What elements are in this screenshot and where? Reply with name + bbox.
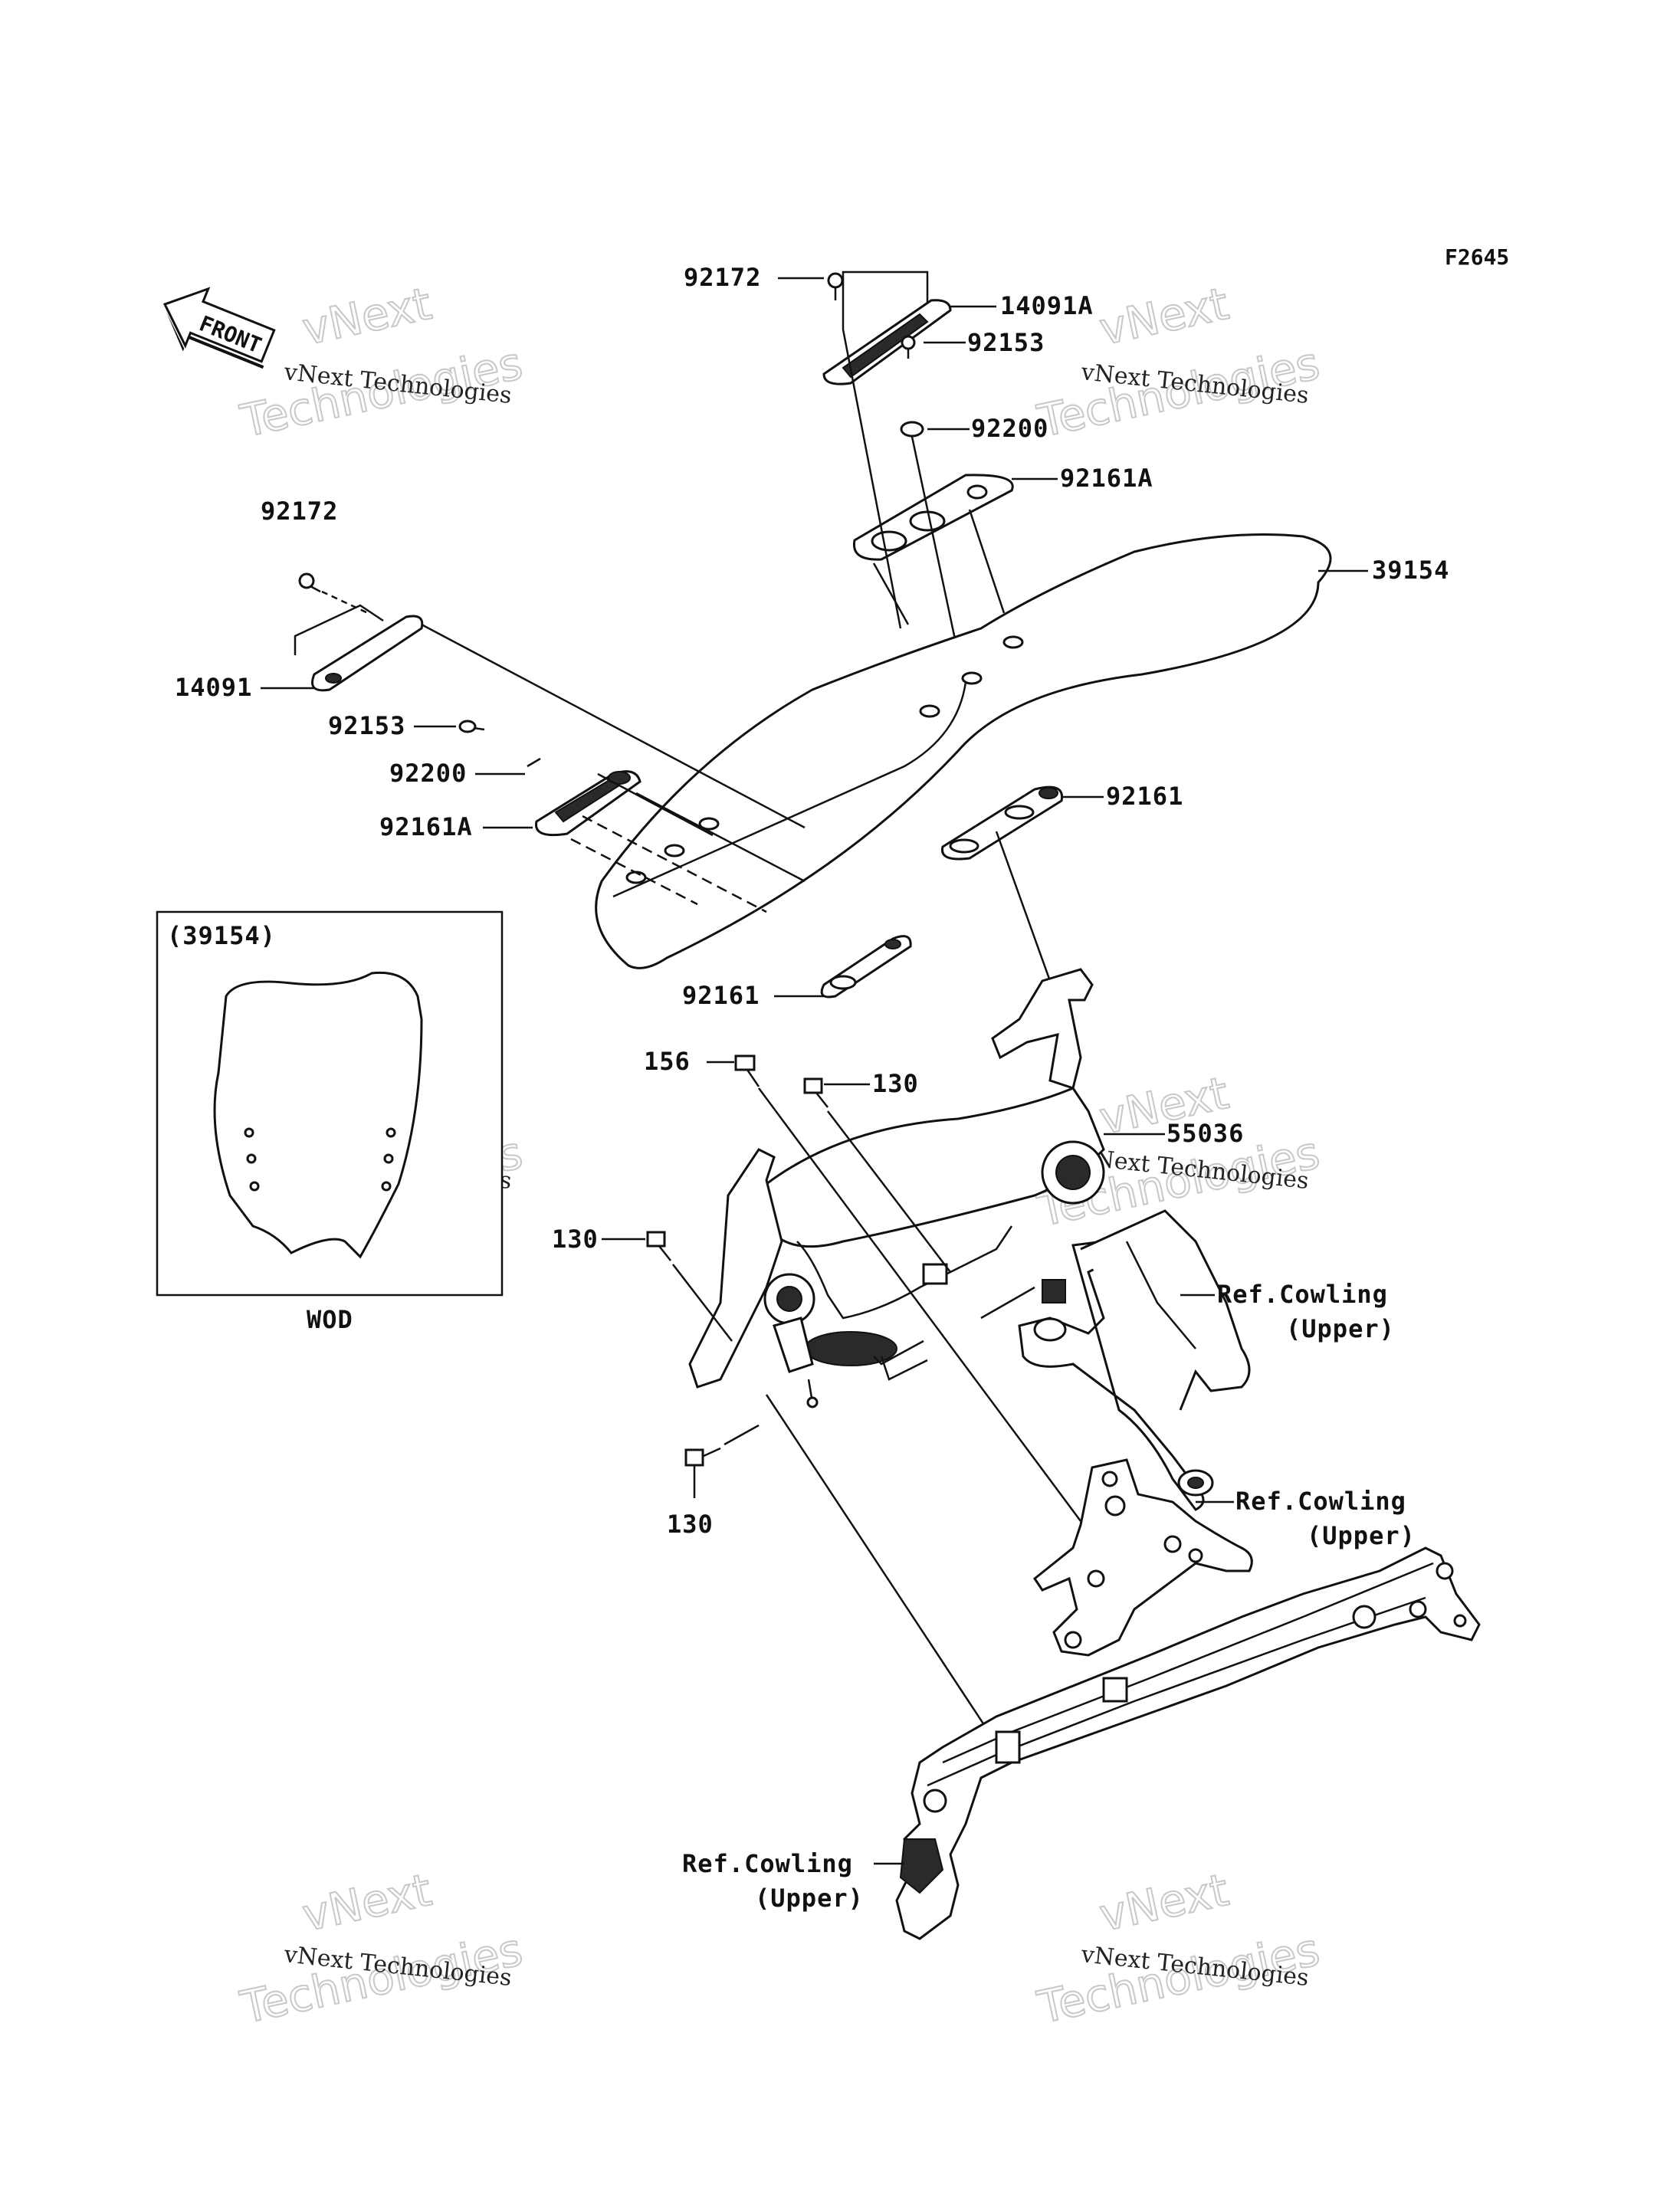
label-92161A-left: 92161A <box>379 812 473 841</box>
label-130-a: 130 <box>872 1069 919 1098</box>
svg-text:vNext: vNext <box>298 1864 436 1942</box>
svg-text:vNext: vNext <box>1095 1864 1233 1942</box>
label-92161-low: 92161 <box>682 981 760 1010</box>
front-arrow-icon: FRONT <box>162 287 276 369</box>
label-ref-cowling-1-sub: (Upper) <box>1286 1314 1395 1343</box>
label-ref-cowling-2-sub: (Upper) <box>1307 1521 1416 1550</box>
cowling-bracket-right <box>1018 1209 1251 1511</box>
label-39154: 39154 <box>1372 556 1449 585</box>
left-hardware <box>261 572 806 913</box>
svg-text:vNext: vNext <box>298 277 436 356</box>
label-130-b: 130 <box>552 1225 599 1254</box>
bolt-130-mid <box>602 1231 733 1342</box>
cowling-bracket-middle <box>1032 1458 1253 1657</box>
bolt-130-upper <box>803 1077 951 1273</box>
label-14091: 14091 <box>175 673 252 702</box>
label-14091A: 14091A <box>1000 291 1094 320</box>
svg-text:vNext: vNext <box>1095 277 1233 356</box>
top-right-hardware <box>778 271 1058 690</box>
label-92200-top: 92200 <box>971 414 1048 443</box>
watermark-bottom-left: vNext Technologies vNext Technologies <box>235 1863 528 2035</box>
label-ref-cowling-1: Ref.Cowling <box>1217 1280 1388 1309</box>
inset-title: (39154) <box>167 921 276 950</box>
label-156: 156 <box>644 1047 691 1076</box>
label-92161A-top: 92161A <box>1060 464 1153 493</box>
plate-92161-low <box>774 935 912 998</box>
label-92200-left: 92200 <box>389 759 467 788</box>
inset-windshield-variant: (39154) WOD <box>156 910 504 1334</box>
plate-92161-right <box>940 785 1104 982</box>
bolt-156 <box>707 1054 1082 1522</box>
bolt-130-lower <box>684 1424 760 1498</box>
watermark-top-left: vNext Technologies vNext Technologies <box>235 277 528 448</box>
label-55036: 55036 <box>1166 1119 1244 1148</box>
bracket-55036-assembly <box>688 968 1165 1408</box>
label-92172-top: 92172 <box>684 263 761 292</box>
label-ref-cowling-3-sub: (Upper) <box>755 1884 864 1913</box>
windshield-39154 <box>595 533 1368 969</box>
label-92172-left: 92172 <box>261 497 338 526</box>
label-92153-top: 92153 <box>967 328 1045 357</box>
cover-14091 <box>311 615 424 692</box>
screw-92172-top <box>827 272 844 300</box>
label-92161-right: 92161 <box>1106 782 1183 811</box>
label-ref-cowling-3: Ref.Cowling <box>682 1849 853 1878</box>
watermark-bottom-right: vNext Technologies vNext Technologies <box>1032 1863 1325 2035</box>
cowling-frame-lower <box>874 1546 1481 1940</box>
label-ref-cowling-2: Ref.Cowling <box>1235 1487 1406 1516</box>
label-92153-left: 92153 <box>328 711 405 740</box>
part-labels: 92172 14091A 92153 92200 92161A 39154 92… <box>175 263 1449 1913</box>
figure-code: F2645 <box>1445 244 1509 270</box>
label-130-c: 130 <box>667 1510 714 1539</box>
inset-caption: WOD <box>307 1305 353 1334</box>
